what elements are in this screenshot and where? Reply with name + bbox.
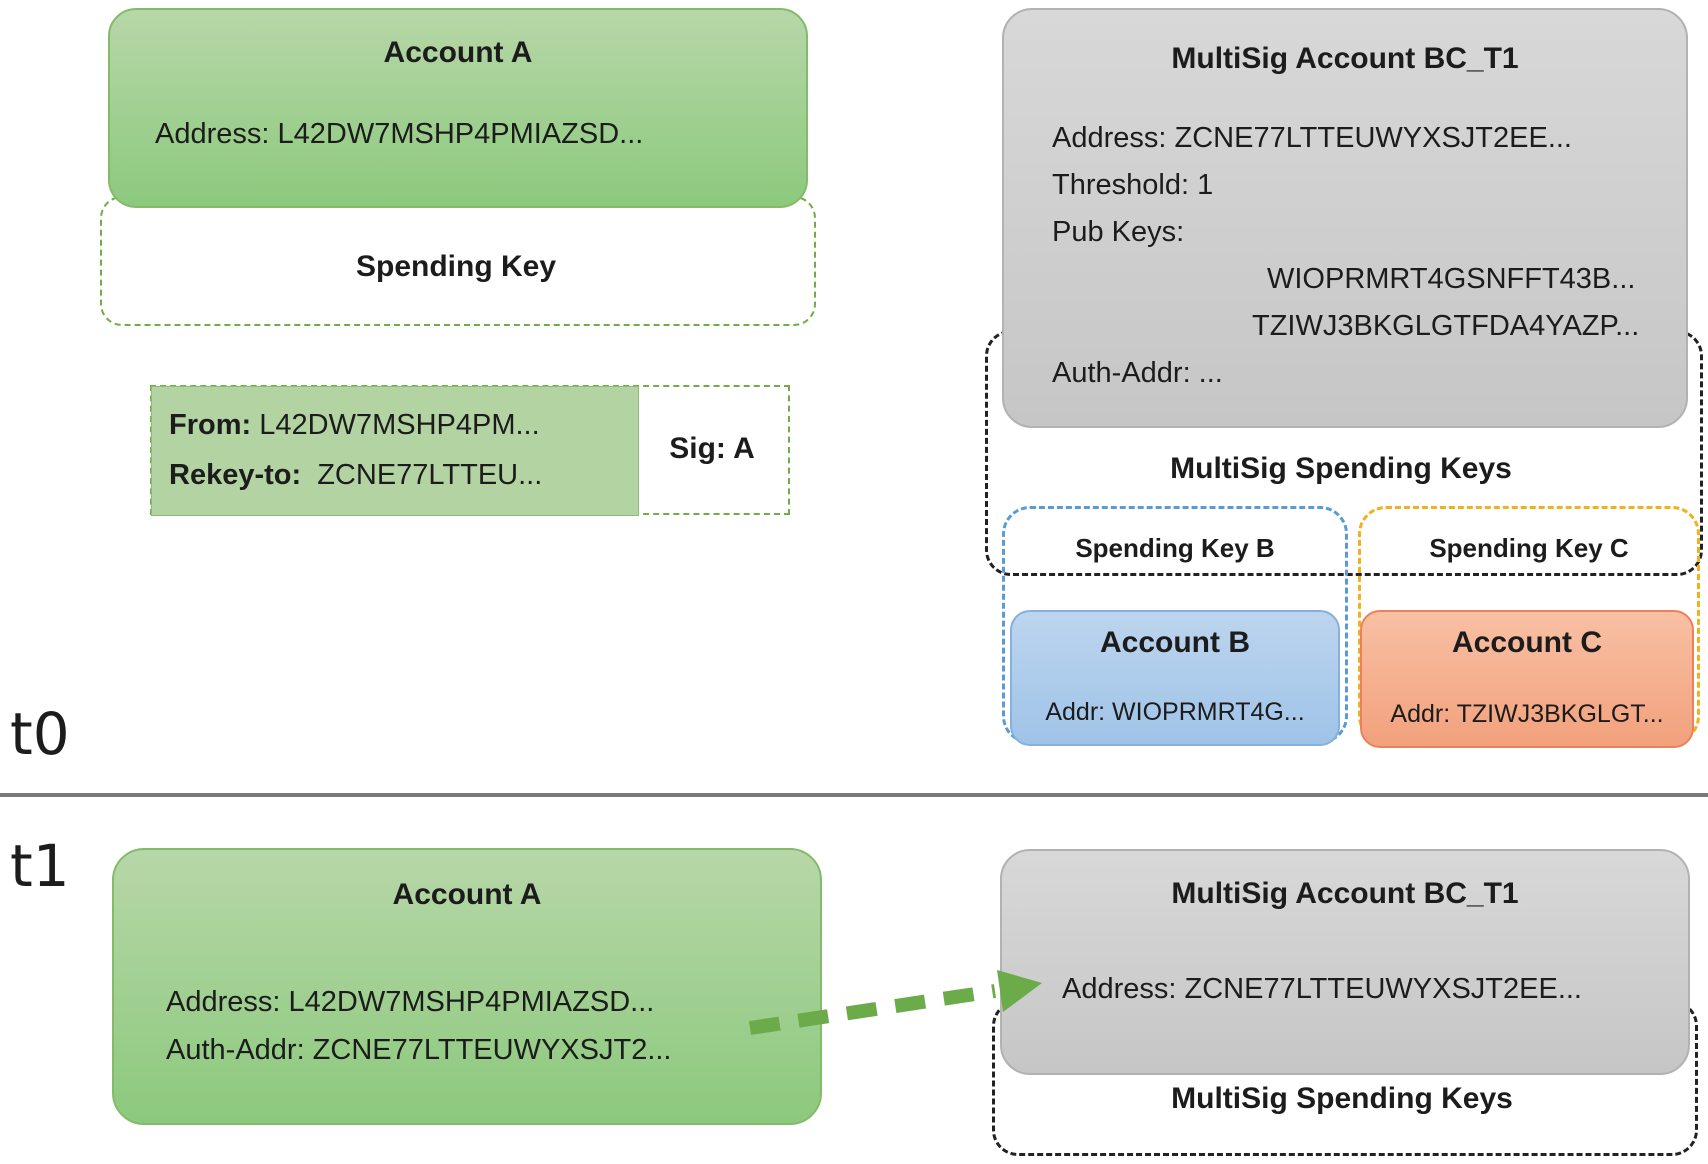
account-c-box: Account C Addr: TZIWJ3BKGLGT... — [1360, 610, 1694, 748]
multisig-pubkey-1: WIOPRMRT4GSNFFT43B... — [1267, 263, 1636, 295]
multisig-box: MultiSig Account BC_T1 Address: ZCNE77LT… — [1002, 8, 1688, 428]
rekey-txn-fill — [151, 386, 639, 516]
multisig-pubkeys-label: Pub Keys: — [1052, 216, 1185, 248]
rekey-arrow — [748, 970, 1042, 1035]
t1-multisig-box: MultiSig Account BC_T1 Address: ZCNE77LT… — [1000, 849, 1690, 1075]
t1-multisig-address: Address: ZCNE77LTTEUWYXSJT2EE... — [1062, 973, 1582, 1005]
account-b-title: Account B — [1100, 626, 1250, 659]
account-c-addr: Addr: TZIWJ3BKGLGT... — [1390, 700, 1664, 728]
t1-multisig-spending-keys-label: MultiSig Spending Keys — [1171, 1082, 1513, 1115]
multisig-title: MultiSig Account BC_T1 — [1171, 42, 1519, 75]
rekey-txn-box: From: L42DW7MSHP4PM... Rekey-to: ZCNE77L… — [150, 385, 790, 516]
rekey-arrow-shaft — [748, 984, 997, 1035]
from-label: From: — [169, 409, 252, 441]
account-c-title: Account C — [1452, 626, 1602, 659]
rekey-to-value: ZCNE77LTTEU... — [317, 459, 543, 491]
rekey-txn-rekey-line: Rekey-to: ZCNE77LTTEU... — [169, 459, 542, 492]
account-b-box: Account B Addr: WIOPRMRT4G... — [1010, 610, 1340, 746]
sig-label: Sig: A — [669, 432, 755, 465]
t1-multisig-title: MultiSig Account BC_T1 — [1171, 877, 1519, 910]
t1-account-a-box: Account A Address: L42DW7MSHP4PMIAZSD...… — [112, 848, 822, 1125]
timeline-divider — [0, 793, 1708, 797]
account-a-address: Address: L42DW7MSHP4PMIAZSD... — [155, 118, 644, 150]
multisig-spending-keys-label: MultiSig Spending Keys — [1170, 452, 1512, 485]
rekey-arrow-head — [997, 970, 1042, 1012]
rekey-txn-from-line: From: L42DW7MSHP4PM... — [169, 409, 540, 442]
rekey-to-label: Rekey-to: — [169, 459, 302, 491]
multisig-auth-addr: Auth-Addr: ... — [1052, 357, 1223, 389]
spending-key-b-label: Spending Key B — [1075, 533, 1275, 563]
spending-key-label: Spending Key — [355, 250, 557, 283]
multisig-threshold: Threshold: 1 — [1052, 169, 1214, 201]
spending-key-c-label: Spending Key C — [1429, 533, 1629, 563]
t1-label: t1 — [10, 832, 70, 900]
t1-account-a-auth-addr: Auth-Addr: ZCNE77LTTEUWYXSJT2... — [166, 1034, 672, 1066]
multisig-address: Address: ZCNE77LTTEUWYXSJT2EE... — [1052, 122, 1572, 154]
t1-account-a-title: Account A — [392, 878, 542, 911]
t0-label: t0 — [10, 700, 70, 768]
multisig-pubkey-2: TZIWJ3BKGLGTFDA4YAZP... — [1252, 310, 1640, 342]
account-a-title: Account A — [383, 36, 533, 69]
from-value: L42DW7MSHP4PM... — [259, 409, 540, 441]
account-a-box: Account A Address: L42DW7MSHP4PMIAZSD... — [108, 8, 808, 208]
account-b-addr: Addr: WIOPRMRT4G... — [1045, 698, 1305, 726]
t1-account-a-address: Address: L42DW7MSHP4PMIAZSD... — [166, 986, 655, 1018]
